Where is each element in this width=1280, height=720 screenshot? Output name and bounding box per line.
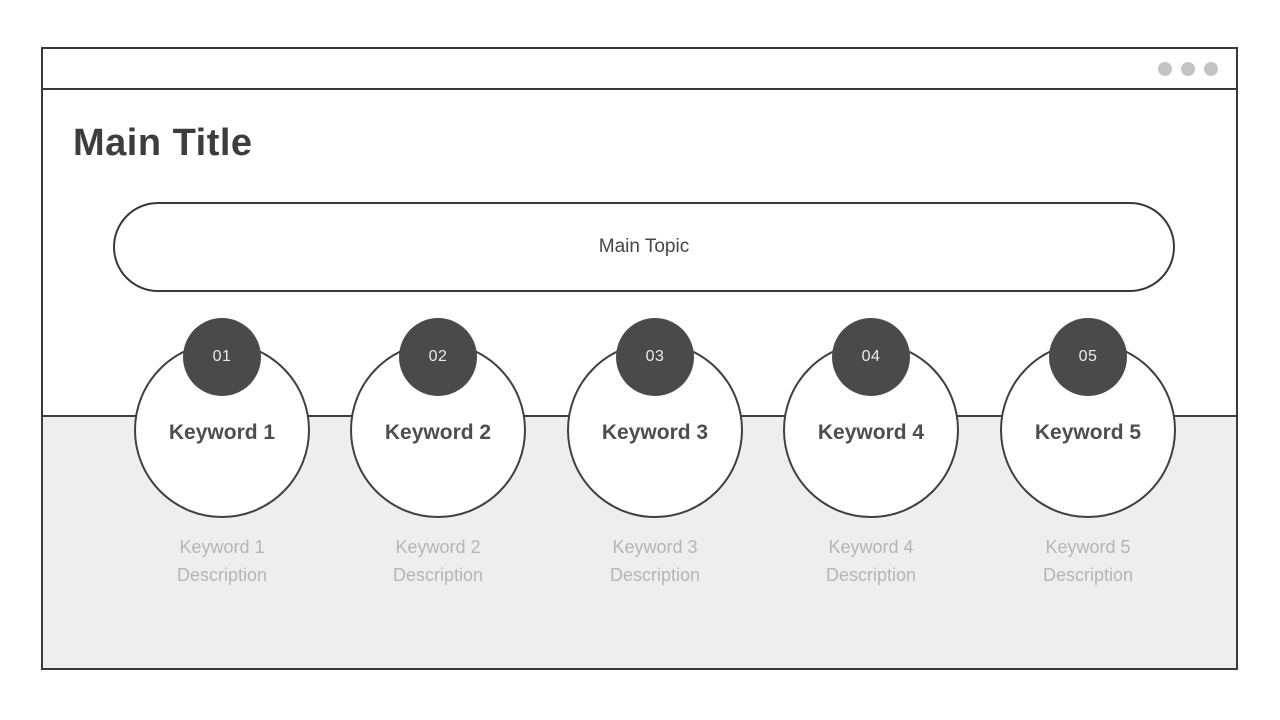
step-number-badge: 02 (399, 318, 477, 396)
description-line: Keyword 2 (395, 537, 481, 557)
step-number: 01 (212, 348, 232, 365)
keyword-label: Keyword 4 (817, 421, 925, 444)
window-dot-icon (1204, 61, 1218, 76)
description-line: Keyword 4 (828, 537, 914, 557)
step-number-badge: 01 (183, 318, 261, 396)
keyword-description: Keyword 1 Description (122, 533, 322, 589)
description-line: Description (176, 565, 268, 585)
keyword-circle: Keyword 2 (350, 342, 526, 518)
window-content: Main Title Main Topic Keyword 1 01 Keywo… (43, 90, 1236, 668)
description-line: Description (825, 565, 917, 585)
step-number: 04 (861, 348, 881, 365)
step-number-badge: 04 (832, 318, 910, 396)
description-line: Keyword 1 (179, 537, 265, 557)
keyword-label: Keyword 1 (168, 421, 276, 444)
keyword-description: Keyword 2 Description (338, 533, 538, 589)
keyword-description: Keyword 5 Description (988, 533, 1188, 589)
step-number: 05 (1078, 348, 1098, 365)
window-controls (1158, 61, 1218, 76)
description-line: Description (609, 565, 701, 585)
browser-window: Main Title Main Topic Keyword 1 01 Keywo… (41, 47, 1238, 670)
description-line: Keyword 3 (612, 537, 698, 557)
window-titlebar (43, 49, 1236, 90)
keyword-label: Keyword 5 (1034, 421, 1142, 444)
description-line: Description (1042, 565, 1134, 585)
step-number: 02 (428, 348, 448, 365)
description-line: Description (392, 565, 484, 585)
description-line: Keyword 5 (1045, 537, 1131, 557)
step-number-badge: 03 (616, 318, 694, 396)
page-title: Main Title (73, 122, 253, 164)
window-dot-icon (1181, 61, 1195, 76)
window-dot-icon (1158, 61, 1172, 76)
keyword-label: Keyword 2 (384, 421, 492, 444)
keyword-label: Keyword 3 (601, 421, 709, 444)
keyword-description: Keyword 3 Description (555, 533, 755, 589)
step-number: 03 (645, 348, 665, 365)
main-topic-label: Main Topic (598, 236, 690, 257)
keyword-description: Keyword 4 Description (771, 533, 971, 589)
step-number-badge: 05 (1049, 318, 1127, 396)
main-topic-pill: Main Topic (113, 202, 1175, 292)
